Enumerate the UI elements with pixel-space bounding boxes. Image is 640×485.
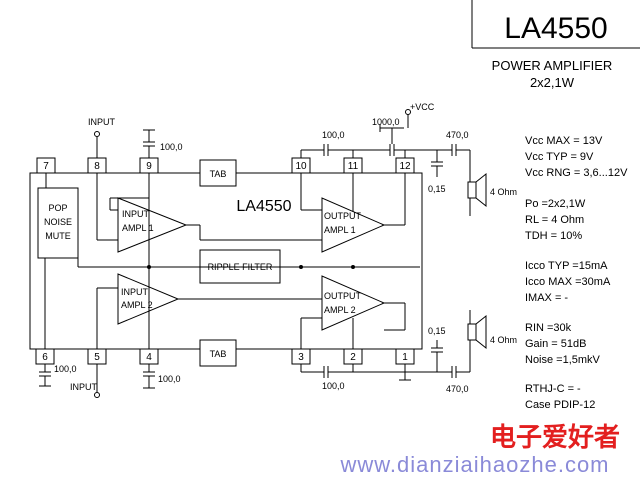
internal-wiring — [44, 173, 420, 349]
pin-1-label: 1 — [402, 352, 408, 363]
vcc-label: +VCC — [410, 102, 435, 112]
pin-9-label: 9 — [146, 161, 152, 172]
noise-label: NOISE — [44, 217, 72, 227]
subtitle-line-2: 2x2,1W — [530, 75, 575, 90]
vcc-terminal — [405, 109, 411, 115]
tab-bottom-label: TAB — [210, 349, 227, 359]
output-ampl-1-line2: AMPL 1 — [324, 225, 356, 235]
cap-100-pin10-label: 100,0 — [322, 130, 345, 140]
cap-470-top-label: 470,0 — [446, 130, 469, 140]
pin-12-label: 12 — [399, 161, 411, 172]
pin-8-label: 8 — [94, 161, 100, 172]
pins-top: 7 8 9 10 11 12 — [36, 157, 415, 174]
pin-11-label: 11 — [348, 161, 359, 172]
watermark-url: www.dianziaihaozhe.com — [339, 452, 609, 477]
pin-5-label: 5 — [94, 352, 100, 363]
cap-100-pin6-label: 100,0 — [54, 364, 77, 374]
spec-line-17: Case PDIP-12 — [525, 399, 595, 411]
pin-10-label: 10 — [295, 161, 307, 172]
spec-line-6: TDH = 10% — [525, 230, 582, 242]
speaker-top-label: 4 Ohm — [490, 187, 517, 197]
pin-6-label: 6 — [42, 352, 48, 363]
speaker-bottom-label: 4 Ohm — [490, 335, 517, 345]
spec-line-10: IMAX = - — [525, 292, 568, 304]
external-top: INPUT 100,0 100,0 1000,0 +VCC — [88, 102, 517, 216]
specs-block: Vcc MAX = 13V Vcc TYP = 9V Vcc RNG = 3,6… — [525, 135, 628, 411]
pin-3-label: 3 — [298, 352, 304, 363]
cap-100-pin9-label: 100,0 — [160, 142, 183, 152]
pop-label: POP — [48, 203, 67, 213]
spec-line-1: Vcc TYP = 9V — [525, 151, 594, 163]
cap-015-bottom-label: 0,15 — [428, 326, 446, 336]
input-top-terminal — [94, 131, 100, 137]
cap-100-pin3-label: 100,0 — [322, 381, 345, 391]
cap-1000-label: 1000,0 — [372, 117, 400, 127]
cap-100-pin4-label: 100,0 — [158, 374, 181, 384]
speaker-bottom-icon — [475, 314, 487, 350]
spec-line-2: Vcc RNG = 3,6...12V — [525, 167, 628, 179]
input-ampl-2-line1: INPUT — [121, 287, 149, 297]
spec-line-4: Po =2x2,1W — [525, 198, 586, 210]
spec-line-16: RTHJ-C = - — [525, 383, 581, 395]
input-top-label: INPUT — [88, 117, 116, 127]
part-number-title: LA4550 — [504, 12, 607, 45]
subtitle-line-1: POWER AMPLIFIER — [492, 58, 613, 73]
output-ampl-2-line2: AMPL 2 — [324, 305, 356, 315]
spec-line-12: RIN =30k — [525, 322, 572, 334]
tab-top-label: TAB — [210, 169, 227, 179]
spec-line-14: Noise =1,5mkV — [525, 354, 601, 366]
mute-label: MUTE — [45, 231, 71, 241]
input-ampl-1-line1: INPUT — [122, 209, 150, 219]
spec-line-8: Icco TYP =15mA — [525, 260, 608, 272]
watermark-chinese: 电子爱好者 — [490, 423, 620, 453]
pin-2-label: 2 — [350, 352, 356, 363]
input-ampl-2-line2: AMPL 2 — [121, 300, 153, 310]
input-bottom-label: INPUT — [70, 382, 98, 392]
spec-line-13: Gain = 51dB — [525, 338, 586, 350]
speaker-bottom-body — [467, 323, 477, 341]
input-ampl-1-line2: AMPL 1 — [122, 223, 154, 233]
output-ampl-2-line1: OUTPUT — [324, 291, 362, 301]
tab-top-box — [199, 159, 237, 187]
output-ampl-1-line1: OUTPUT — [324, 211, 362, 221]
input-ampl-1-triangle — [117, 197, 188, 253]
ic-body-label: LA4550 — [236, 198, 291, 215]
input-bottom-terminal — [94, 392, 100, 398]
pin-4-label: 4 — [146, 352, 152, 363]
cap-015-top-label: 0,15 — [428, 184, 446, 194]
pin-7-label: 7 — [43, 161, 49, 172]
speaker-top-body — [467, 181, 477, 199]
speaker-top-icon — [475, 172, 487, 208]
input-ampl-2-triangle — [117, 273, 180, 325]
spec-line-5: RL = 4 Ohm — [525, 214, 584, 226]
spec-line-0: Vcc MAX = 13V — [525, 135, 603, 147]
tab-bottom-box — [199, 339, 237, 367]
pop-noise-mute-block — [37, 187, 79, 259]
cap-470-bottom-label: 470,0 — [446, 384, 469, 394]
external-bottom: 100,0 INPUT 100,0 100,0 470,0 0,15 — [39, 310, 517, 398]
spec-line-9: Icco MAX =30mA — [525, 276, 611, 288]
output-ampl-2-triangle — [321, 275, 386, 331]
